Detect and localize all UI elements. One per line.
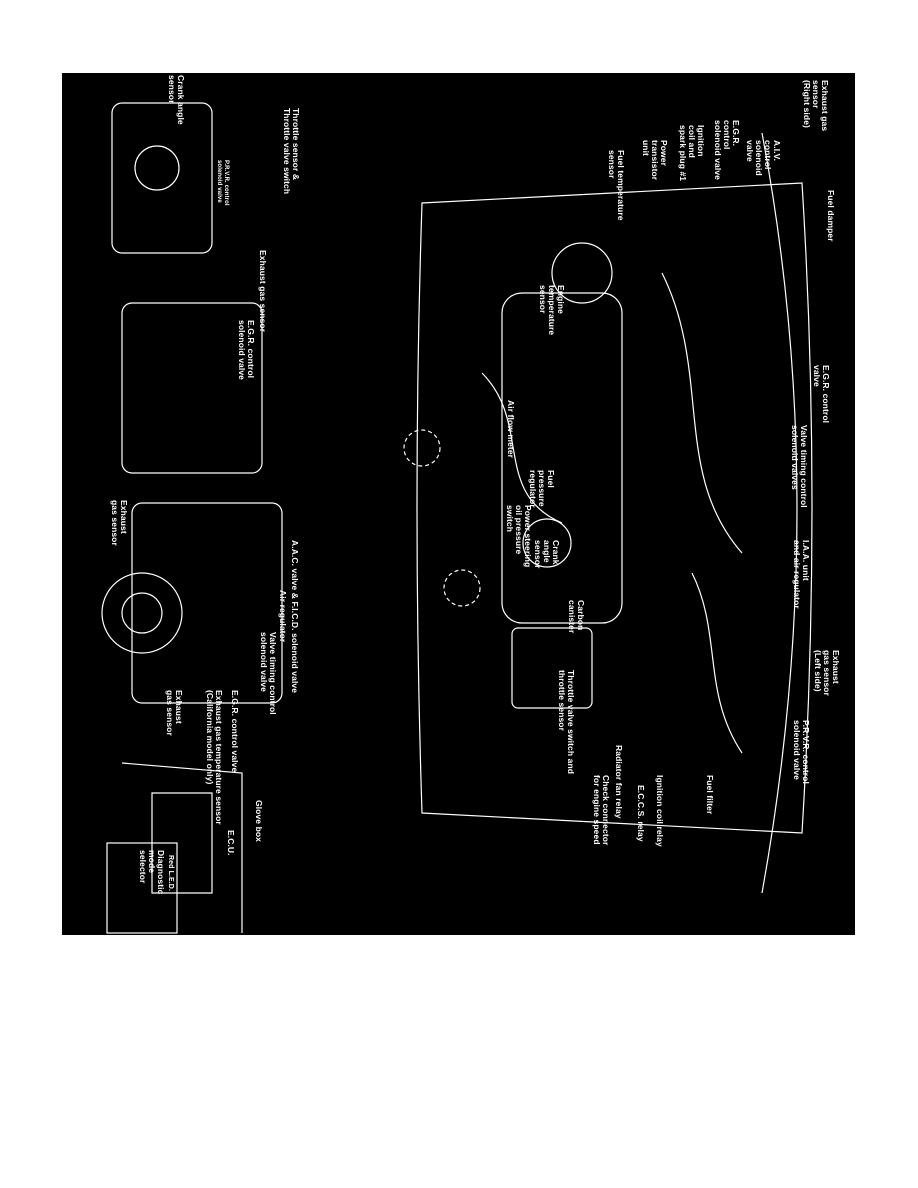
label-diagnostic-selector: Diagnostic mode selector [138,850,166,895]
label-egr-control-solenoid: E.G.R. control solenoid valve [713,120,741,180]
bumper-outline [761,132,798,894]
label-ignition-coil-relay: Ignition coil relay [655,775,665,847]
label-prvr-solenoid: P.R.V.R. control solenoid valve [792,720,811,784]
engine-line-art [101,102,813,934]
label-side-throttle-sensor: Throttle sensor & Throttle valve switch [282,108,301,195]
label-exhaust-gas-sensor-left: Exhaust gas sensor (Left side) [813,650,841,696]
label-side-exhaust-gas-sensor-2: Exhaust gas sensor [110,500,129,546]
label-red-led: Red L.E.D. [167,855,174,892]
label-egr-control-valve: E.G.R. control valve [812,365,831,424]
flywheel [101,572,183,654]
label-fuel-damper: Fuel damper [826,190,836,242]
label-side-exhaust-gas-sensor-3: Exhaust gas sensor [165,690,184,736]
label-exhaust-gas-sensor-right: Exhaust gas sensor (Right side) [802,80,830,132]
label-valve-timing-solenoids: Valve timing control solenoid valves [790,425,809,508]
engine-side-view-2 [121,302,263,474]
label-fuel-temperature-sensor: Fuel temperature sensor [607,150,626,221]
label-radiator-fan-relay: Radiator fan relay [614,745,624,819]
label-throttle-valve-switch: Throttle valve switch and throttle senso… [557,670,576,775]
label-ps-oil-pressure-switch: Power steering oil pressure switch [505,505,533,568]
engine-side-view-1 [111,102,213,254]
label-iaa-unit: I.A.A. unit and air regulator [792,540,811,609]
label-side-crank-angle-sensor: Crank angle sensor [167,75,186,125]
label-side-air-regulator: Air regulator [278,590,288,643]
label-side-aac-valve: A.A.C. valve & F.I.C.D. solenoid valve [290,540,300,694]
label-check-connector: Check connector for engine speed [592,775,611,846]
engine-side-view-3 [131,502,283,704]
hoses [481,272,743,754]
label-engine-temperature-sensor: Engine temperature sensor [538,285,566,336]
label-fuel-filter: Fuel filter [705,775,715,815]
label-side-exhaust-gas-sensor-1: Exhaust gas sensor [258,250,268,333]
glove-box-area [121,762,243,933]
label-crank-angle-sensor: Crank angle sensor [533,540,561,569]
label-side-egr-control-valve: E.G.R. control valve [230,690,240,773]
intake-manifold [501,292,623,624]
label-eccs-relay: E.C.C.S. relay [636,785,646,842]
relay-box [511,627,593,709]
label-power-transistor: Power transistor unit [641,140,669,181]
strut-tower-right [443,569,481,607]
label-ignition-coil: Ignition coil and spark plug #1 [678,125,706,182]
strut-tower-left [403,429,441,467]
label-side-egr-control-solenoid: E.G.R. control solenoid valve [237,320,256,380]
engine-component-diagram [62,73,855,935]
label-side-valve-timing-solenoid: Valve timing control solenoid valve [259,632,278,715]
label-aiv-solenoid: A.I.V. control solenoid valve [745,140,782,176]
pulley [522,518,572,568]
label-glove-box: Glove box [254,800,264,842]
air-cleaner [551,242,613,304]
engine-bay-outline [416,182,813,834]
label-ecu: E.C.U. [226,830,236,856]
label-air-flow-meter: Air flow meter [506,400,516,459]
label-fuel-pressure-regulator: Fuel pressure regulator [528,470,556,508]
label-side-exhaust-temp-sensor: Exhaust gas temperature sensor (Californ… [205,690,224,825]
label-side-prvr: P.R.V.R. control solenoid valve [216,160,229,206]
label-carbon-canister: Carbon canister [567,600,586,634]
diagnostic-inset [106,842,178,934]
